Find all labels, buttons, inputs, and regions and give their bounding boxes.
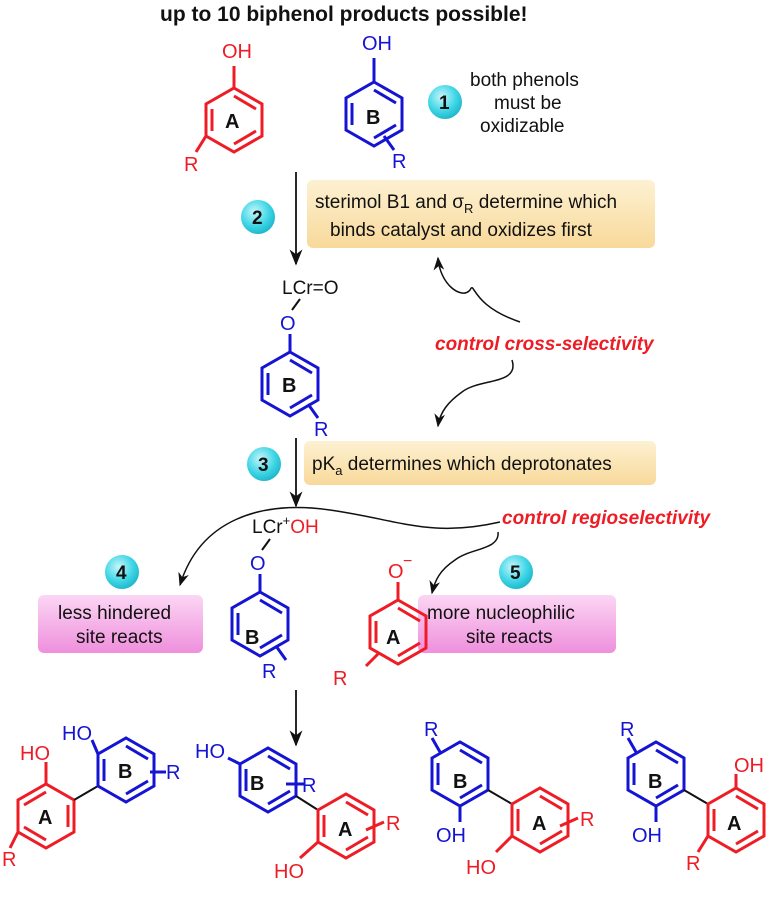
- phenol-b-ring-label: B: [366, 107, 380, 129]
- intermediate-2-r: R: [262, 661, 276, 683]
- step-4-line-1: less hindered: [58, 603, 171, 624]
- step-4-number: 4: [116, 563, 127, 584]
- intermediate-r: R: [314, 419, 328, 441]
- step-5: 5 more nucleophilic site reacts: [418, 555, 616, 653]
- step-3: 3 pKa determines which deprotonates: [247, 441, 656, 485]
- step-4: 4 less hindered site reacts: [38, 555, 203, 653]
- step-1-line-2: must be: [494, 93, 562, 114]
- sigma-subscript: R: [464, 201, 473, 216]
- product-1-ho-b: HO: [62, 723, 92, 745]
- product-4-r-a: R: [686, 853, 700, 875]
- product-1-ring-b: B: [118, 761, 132, 783]
- intermediate-ring-label: B: [282, 375, 296, 397]
- phenoxide-o: O: [388, 561, 404, 583]
- product-3-ring-b: B: [453, 771, 467, 793]
- intermediate-2-o: O: [250, 553, 266, 575]
- step-2-number: 2: [252, 208, 263, 229]
- product-2-r-b: R: [302, 775, 316, 797]
- product-4-oh-a: OH: [734, 755, 764, 777]
- phenoxide-ring-label: A: [386, 627, 400, 649]
- phenoxide-minus: −: [403, 553, 412, 570]
- product-3-ring-a: A: [532, 813, 546, 835]
- lcr-o-label: LCr=O: [282, 278, 339, 299]
- svg-text:pKa determines which deprotona: pKa determines which deprotonates: [312, 454, 612, 478]
- sigma-symbol: σ: [452, 192, 464, 213]
- step-2-text-pre: sterimol B1 and: [315, 192, 452, 213]
- step-2: 2 sterimol B1 and σR determine which bin…: [241, 180, 655, 248]
- product-2: HO B R HO A R: [195, 741, 400, 883]
- pka-subscript: a: [335, 463, 343, 478]
- svg-text:sterimol B1 and σR determine w: sterimol B1 and σR determine which: [315, 192, 617, 216]
- lcr-oh: OH: [290, 517, 319, 538]
- product-3-oh-b: OH: [436, 825, 466, 847]
- product-1: HO A R HO B R: [2, 723, 180, 871]
- intermediate-protonated: LCr+OH O B R: [230, 513, 319, 683]
- product-2-ring-b: B: [250, 773, 264, 795]
- product-4-ring-b: B: [648, 771, 662, 793]
- product-4: R B OH OH A R: [620, 719, 766, 875]
- product-2-ho-a: HO: [274, 861, 304, 883]
- phenol-b-oh: OH: [362, 33, 392, 55]
- phenol-b-r: R: [392, 151, 406, 173]
- pka-text: pK: [312, 454, 336, 475]
- product-4-ring-a: A: [727, 813, 741, 835]
- intermediate-o: O: [280, 313, 296, 335]
- step-1: 1 both phenols must be oxidizable: [428, 70, 579, 137]
- phenol-a-oh: OH: [222, 41, 252, 63]
- phenoxide-a: O − A R: [333, 553, 428, 690]
- cross-arrow-up: [433, 256, 521, 323]
- product-1-ring-a: A: [38, 807, 52, 829]
- phenol-a-r: R: [184, 154, 198, 176]
- product-2-ho: HO: [195, 741, 225, 763]
- step-3-number: 3: [258, 455, 269, 476]
- step-2-line-2: binds catalyst and oxidizes first: [330, 220, 593, 241]
- regioselectivity-label: control regioselectivity: [502, 508, 711, 529]
- regio-arrow-right: [429, 531, 499, 595]
- lcr-plus: +: [283, 513, 291, 528]
- step-5-number: 5: [510, 563, 521, 584]
- product-2-ring-a: A: [338, 819, 352, 841]
- product-3: R B OH HO A R: [424, 719, 594, 879]
- product-3-r-b: R: [424, 719, 438, 741]
- step-4-line-2: site reacts: [76, 627, 163, 648]
- step-1-line-1: both phenols: [470, 70, 579, 91]
- step-5-line-1: more nucleophilic: [427, 603, 575, 624]
- intermediate-2-ring-label: B: [245, 627, 259, 649]
- cross-arrow-down: [434, 359, 514, 428]
- step-1-line-3: oxidizable: [480, 116, 565, 137]
- step-5-line-2: site reacts: [466, 627, 553, 648]
- step-2-text-post: determine which: [473, 192, 617, 213]
- product-2-r-a: R: [386, 813, 400, 835]
- product-4-oh-b: OH: [632, 825, 662, 847]
- phenol-a-ring-label: A: [225, 111, 239, 133]
- intermediate-chromium-aryloxide: LCr=O O B R: [260, 278, 339, 441]
- phenol-b: OH B R: [344, 33, 406, 173]
- phenoxide-r: R: [333, 668, 347, 690]
- product-1-r-a: R: [2, 849, 16, 871]
- product-3-ho-a: HO: [466, 857, 496, 879]
- step-1-number: 1: [439, 93, 450, 114]
- page-title: up to 10 biphenol products possible!: [160, 3, 528, 26]
- regio-arrow-left: [178, 506, 501, 587]
- product-1-r-b: R: [166, 762, 180, 784]
- lcr-label: LCr: [252, 517, 283, 538]
- cross-selectivity-label: control cross-selectivity: [435, 334, 655, 355]
- phenol-a: OH A R: [184, 41, 264, 176]
- product-1-ho: HO: [20, 743, 50, 765]
- product-3-r-a: R: [580, 809, 594, 831]
- step-3-rest: determines which deprotonates: [342, 454, 611, 475]
- svg-text:LCr+OH: LCr+OH: [252, 513, 319, 538]
- product-4-r-b: R: [620, 719, 634, 741]
